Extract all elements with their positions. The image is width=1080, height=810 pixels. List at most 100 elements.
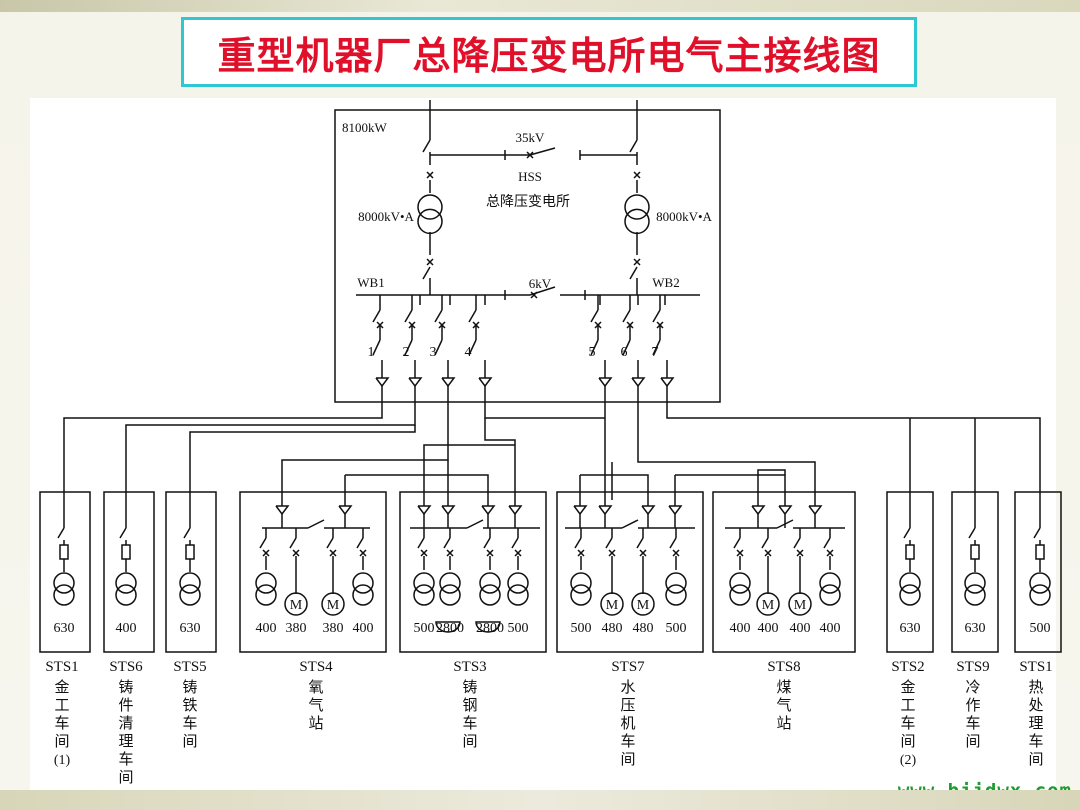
bus-left-label: WB1 (357, 275, 384, 290)
distribution-transformer (479, 584, 501, 606)
motor (631, 592, 655, 616)
char: 工 (900, 696, 915, 714)
switch-blade (605, 537, 613, 549)
unit-rating: 380 (323, 621, 344, 636)
transformer-rating: 630 (900, 621, 921, 636)
breaker-mark (736, 549, 744, 557)
cable-head (481, 505, 496, 516)
switch-blade (422, 139, 431, 153)
switch-blade (590, 339, 599, 356)
substation-box (886, 491, 934, 653)
switch-blade (823, 537, 831, 549)
substation-box (239, 491, 387, 653)
breaker-mark (514, 549, 522, 557)
distribution-transformer (570, 572, 592, 594)
substation-code: STS8 (767, 659, 800, 675)
fuse (1035, 544, 1045, 560)
transformer-rating: 630 (54, 621, 75, 636)
char: 车 (620, 732, 635, 750)
feeder-number: 3 (430, 345, 437, 360)
route-2a (125, 402, 416, 520)
char: 钢 (462, 696, 477, 714)
breaker-mark (262, 549, 270, 557)
char: 铸 (118, 678, 133, 696)
switch-blade (404, 309, 413, 323)
main-transformer (417, 208, 443, 235)
substation-code: STS4 (299, 659, 333, 675)
switch-blade (326, 537, 334, 549)
char: 间 (54, 732, 69, 750)
motor (756, 592, 780, 616)
distribution-transformer (819, 584, 841, 606)
char: 铸 (182, 678, 197, 696)
breaker-mark (608, 549, 616, 557)
unit-rating: 500 (414, 621, 435, 636)
cable-head (338, 505, 353, 516)
route-7a (666, 402, 1041, 520)
cable-head (275, 505, 290, 516)
switch-blade (404, 339, 413, 356)
distribution-transformer (439, 584, 461, 606)
distribution-transformer (115, 584, 137, 606)
char: 作 (965, 696, 980, 714)
hss-name-label: 总降压变电所 (486, 194, 570, 210)
distribution-transformer (665, 584, 687, 606)
transformer-left-label: 8000kV•A (358, 209, 414, 224)
unit-rating: 400 (730, 621, 751, 636)
unit-rating: 400 (256, 621, 277, 636)
switch-blade (652, 339, 661, 356)
unit-rating: 500 (508, 621, 529, 636)
char: 站 (308, 714, 323, 732)
char: 间 (900, 732, 915, 750)
motor (284, 592, 308, 616)
route-6e (675, 474, 786, 500)
distribution-transformer (53, 572, 75, 594)
diagram-paper (30, 98, 1056, 790)
distribution-transformer (899, 584, 921, 606)
char: 间 (1028, 750, 1043, 768)
switch-blade (372, 339, 381, 356)
distribution-transformer (352, 584, 374, 606)
route-5c (580, 474, 649, 500)
switch-blade (590, 309, 599, 323)
substation-box (39, 491, 91, 653)
distribution-transformer (507, 584, 529, 606)
switch-blade (422, 266, 431, 280)
char: 清 (118, 714, 133, 732)
breaker-mark (292, 549, 300, 557)
cable-head (751, 505, 766, 516)
switch-blade (183, 527, 191, 539)
breaker-mark (359, 549, 367, 557)
switch-blade (793, 537, 801, 549)
cable-head (631, 377, 646, 388)
char: 间 (620, 750, 635, 768)
switch-blade (511, 537, 519, 549)
char: 车 (118, 750, 133, 768)
char: 间 (965, 732, 980, 750)
switch-blade (529, 286, 556, 296)
breaker-mark (577, 549, 585, 557)
cable-head (778, 505, 793, 516)
substation-code: STS1 (1019, 659, 1052, 675)
unit-rating: 380 (286, 621, 307, 636)
breaker-mark (672, 549, 680, 557)
unit-rating: 400 (353, 621, 374, 636)
feeder-number: 2 (403, 345, 410, 360)
motor-label: M (762, 598, 775, 613)
switch-blade (574, 537, 582, 549)
distribution-transformer (53, 584, 75, 606)
switch-blade (417, 537, 425, 549)
feeder-number: 1 (368, 345, 375, 360)
distribution-transformer (964, 584, 986, 606)
distribution-transformer (255, 584, 277, 606)
main-transformer (417, 194, 443, 220)
motor-label: M (794, 598, 807, 613)
cable-head (641, 505, 656, 516)
breaker-mark (426, 171, 434, 179)
route-1 (63, 402, 383, 520)
